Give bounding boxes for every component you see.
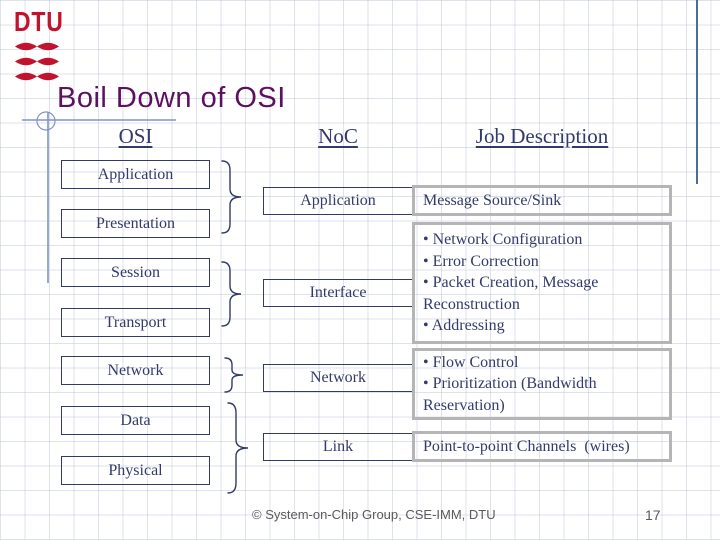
job-line: • Error Correction (423, 252, 539, 270)
osi-layer-physical: Physical (61, 456, 210, 485)
job-line: • Addressing (423, 317, 505, 335)
brace-network (224, 357, 244, 393)
column-header-noc: NoC (318, 124, 358, 148)
dtu-logo-text: DTU (14, 6, 64, 37)
osi-layer-transport: Transport (61, 308, 210, 337)
job-line: • Prioritization (Bandwidth Reservation) (423, 375, 601, 414)
job-line: Message Source/Sink (423, 191, 562, 209)
noc-layer-network: Network (263, 364, 413, 392)
dtu-logo-waves-icon (15, 42, 59, 81)
brace-session-transport (221, 261, 242, 327)
footer-copyright: © System-on-Chip Group, CSE-IMM, DTU (252, 507, 496, 522)
osi-layer-network: Network (61, 356, 210, 385)
right-edge-rule (696, 0, 698, 184)
osi-layer-application: Application (61, 160, 210, 189)
job-box-point-to-point: Point-to-point Channels (wires) (412, 431, 672, 462)
job-box-network-tasks: • Network Configuration • Error Correcti… (412, 222, 672, 344)
brace-application-presentation (221, 160, 242, 234)
page-title: Boil Down of OSI (57, 82, 286, 114)
noc-layer-interface: Interface (263, 279, 413, 307)
job-box-flow-control: • Flow Control • Prioritization (Bandwid… (412, 348, 672, 420)
compass-decor (22, 111, 176, 283)
page-number: 17 (645, 507, 661, 523)
noc-layer-application: Application (263, 187, 413, 215)
job-line: Point-to-point Channels (wires) (423, 437, 630, 455)
column-header-osi: OSI (118, 124, 153, 148)
osi-layer-presentation: Presentation (61, 209, 210, 238)
osi-layer-session: Session (61, 258, 210, 287)
column-header-job-description: Job Description (475, 124, 609, 148)
brace-data-physical (227, 402, 249, 494)
job-line: • Network Configuration (423, 231, 583, 249)
job-line: • Packet Creation, Message Reconstructio… (423, 274, 603, 313)
osi-layer-data: Data (61, 406, 210, 435)
job-line: • Flow Control (423, 353, 519, 371)
noc-layer-link: Link (263, 433, 413, 461)
job-box-message-source-sink: Message Source/Sink (412, 185, 672, 216)
